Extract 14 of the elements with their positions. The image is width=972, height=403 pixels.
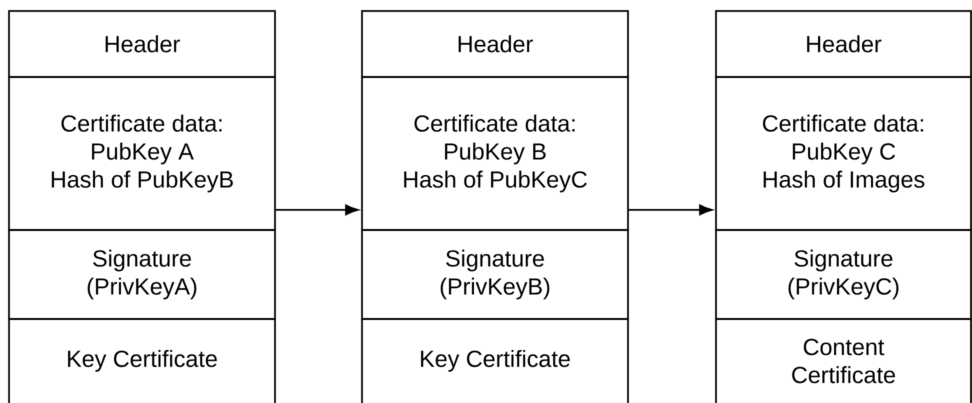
certificate-cell: Key Certificate <box>361 318 629 403</box>
certificate-data-cell: Certificate data: PubKey C Hash of Images <box>715 76 972 231</box>
certificate-cell: Key Certificate <box>8 318 276 403</box>
certificate-data-cell: Certificate data: PubKey A Hash of PubKeyB <box>8 76 276 231</box>
signature-cell: Signature (PrivKeyB) <box>361 229 629 320</box>
arrow <box>628 204 712 216</box>
signature-cell: Signature (PrivKeyA) <box>8 229 276 320</box>
arrow <box>276 204 358 216</box>
header-cell: Header <box>8 10 276 78</box>
header-cell: Header <box>715 10 972 78</box>
header-cell: Header <box>361 10 629 78</box>
signature-cell: Signature (PrivKeyC) <box>715 229 972 320</box>
certificate-cell: Content Certificate <box>715 318 972 403</box>
certificate-data-cell: Certificate data: PubKey B Hash of PubKeyC <box>361 76 629 231</box>
